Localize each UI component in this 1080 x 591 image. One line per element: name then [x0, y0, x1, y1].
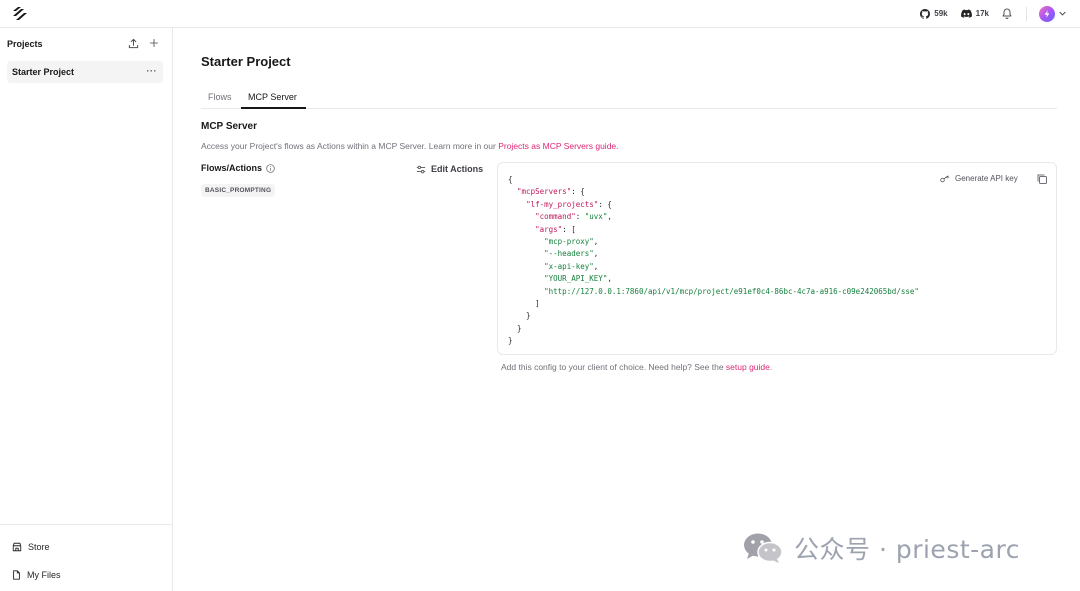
github-icon [920, 8, 931, 19]
bell-icon [1002, 8, 1012, 19]
mcp-config-panel: Generate API key { "mcpServers": { "lf-m… [497, 162, 1057, 355]
projects-sidebar: Projects Starter Project ··· Store My Fi… [0, 28, 173, 591]
code-line: ] [508, 299, 540, 309]
description-end: . [616, 141, 619, 151]
flow-badge-basic-prompting: BASIC_PROMPTING [201, 184, 276, 197]
watermark: 公众号 · priest-arc [742, 530, 1020, 566]
code-line: "YOUR_API_KEY", [544, 274, 612, 284]
code-line: "x-api-key", [544, 261, 599, 271]
avatar-bolt-icon [1044, 9, 1050, 18]
code-line: "http://127.0.0.1:7860/api/v1/mcp/projec… [544, 286, 919, 296]
langflow-logo-icon[interactable] [11, 5, 29, 23]
store-label: Store [28, 542, 50, 552]
description-text: Access your Project's flows as Actions w… [201, 141, 499, 151]
github-stars-count: 59k [934, 9, 948, 18]
flows-actions-text: Flows/Actions [201, 163, 263, 173]
mcp-config-code: { "mcpServers": { "lf-my_projects": { "c… [508, 174, 919, 348]
tab-mcp-server[interactable]: MCP Server [248, 92, 297, 102]
sidebar-link-my-files[interactable]: My Files [12, 570, 61, 580]
discord-icon [960, 9, 972, 18]
code-line: } [508, 311, 531, 321]
section-description: Access your Project's flows as Actions w… [201, 141, 619, 151]
section-title: MCP Server [201, 121, 257, 132]
page-title: Starter Project [201, 54, 291, 69]
sidebar-bottom-nav: Store My Files [0, 524, 172, 591]
sidebar-item-starter-project[interactable]: Starter Project ··· [7, 61, 163, 83]
discord-members[interactable]: 17k [960, 9, 989, 18]
upload-icon[interactable] [128, 38, 139, 49]
code-line: "mcp-proxy", [544, 237, 599, 247]
active-tab-indicator [241, 107, 306, 109]
mcp-guide-link[interactable]: Projects as MCP Servers guide [498, 141, 617, 151]
sidebar-heading: Projects [7, 39, 43, 49]
wechat-logo-icon [744, 533, 783, 563]
help-text: Add this config to your client of choice… [501, 362, 726, 372]
code-line: } [508, 323, 522, 333]
edit-actions-button[interactable]: Edit Actions [416, 164, 483, 174]
sidebar-item-label: Starter Project [12, 67, 75, 77]
code-line: "lf-my_projects": { [526, 199, 612, 209]
code-line: } [508, 336, 513, 346]
copy-icon[interactable] [1036, 173, 1048, 185]
user-avatar[interactable] [1039, 5, 1055, 22]
help-end: . [769, 362, 773, 372]
tab-flows[interactable]: Flows [208, 92, 232, 102]
chevron-down-icon [1059, 11, 1066, 16]
setup-guide-link[interactable]: setup guide [725, 362, 770, 372]
info-icon[interactable] [266, 163, 275, 173]
key-icon [940, 175, 949, 182]
notifications-button[interactable] [1002, 8, 1012, 19]
more-options-button[interactable]: ··· [146, 66, 157, 76]
flows-actions-label: Flows/Actions [201, 163, 275, 173]
file-icon [13, 570, 20, 580]
code-line: { [508, 175, 513, 184]
divider [1026, 6, 1027, 21]
code-line: "mcpServers": { [517, 187, 585, 197]
sidebar-link-store[interactable]: Store [12, 542, 50, 552]
code-line: "--headers", [544, 249, 599, 259]
edit-actions-label: Edit Actions [431, 164, 484, 174]
code-line: "args": [ [535, 224, 576, 234]
top-bar: 59k 17k [0, 0, 1080, 28]
generate-api-key-button[interactable]: Generate API key [940, 174, 1018, 183]
watermark-text: 公众号 · priest-arc [794, 535, 1020, 564]
github-stars[interactable]: 59k [920, 8, 948, 19]
generate-api-key-label: Generate API key [955, 174, 1018, 183]
code-line: "command": "uvx", [535, 212, 612, 222]
top-right-actions: 59k 17k [920, 0, 1066, 27]
account-menu-toggle[interactable] [1059, 11, 1066, 16]
sliders-icon [416, 165, 426, 173]
discord-members-count: 17k [975, 9, 989, 18]
my-files-label: My Files [27, 570, 61, 580]
store-icon [12, 542, 22, 552]
tab-bar: Flows MCP Server [201, 88, 1057, 109]
setup-help-text: Add this config to your client of choice… [501, 362, 772, 372]
plus-icon[interactable] [149, 38, 159, 48]
